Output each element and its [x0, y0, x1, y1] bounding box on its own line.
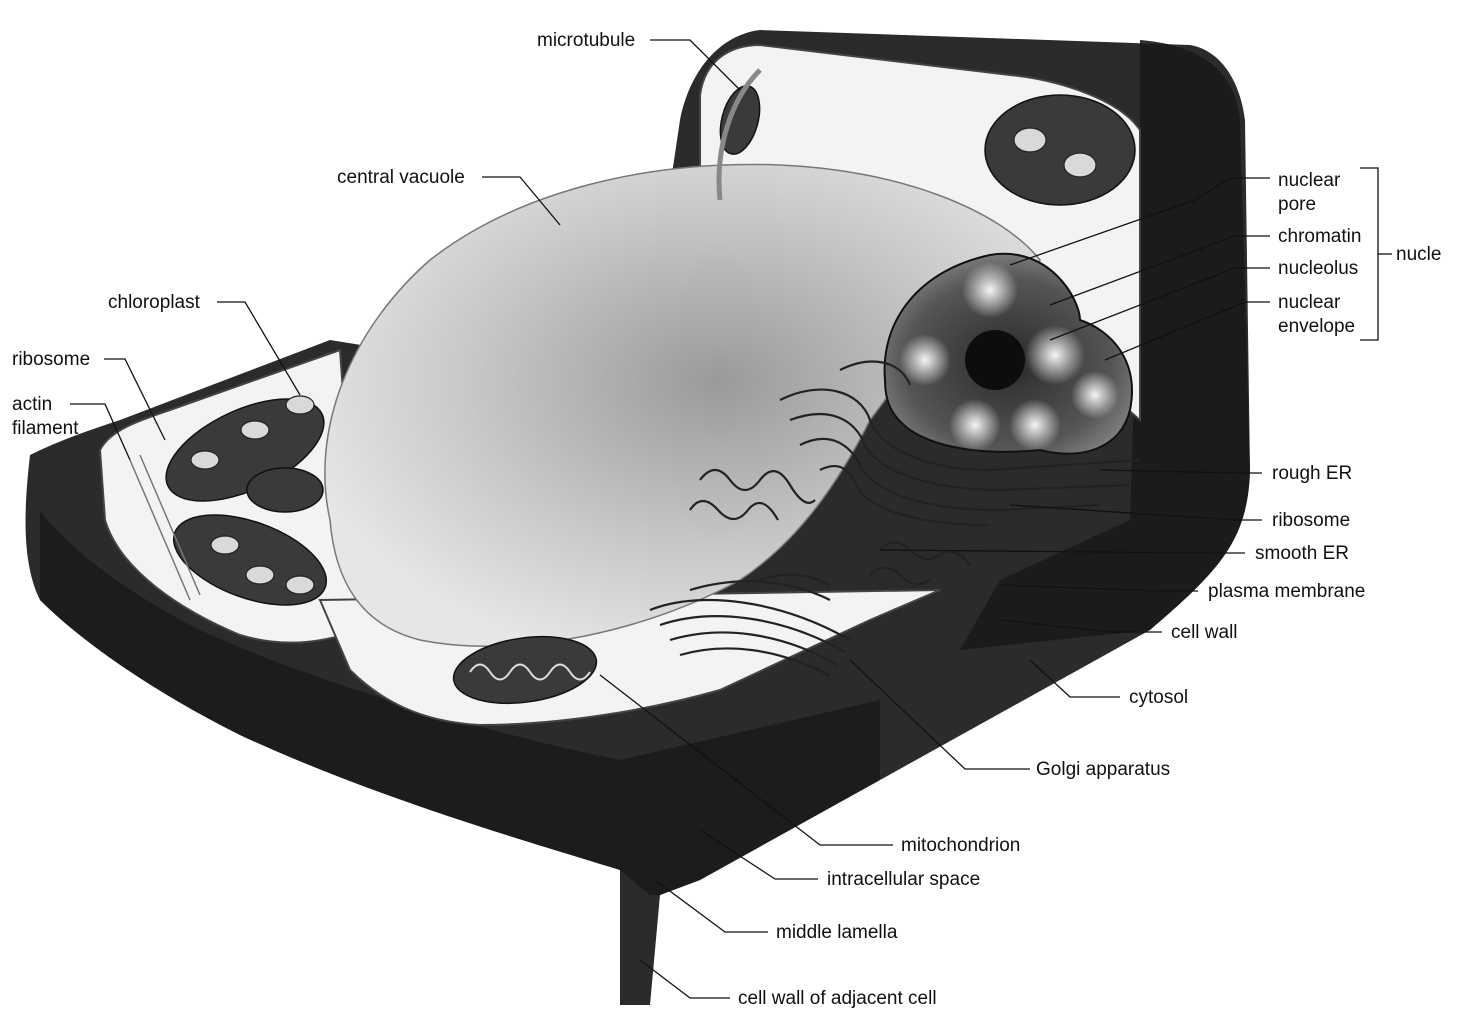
chromatin-spot-3: [1025, 325, 1085, 385]
chromatin-spot-1: [962, 262, 1018, 318]
grana-8: [1064, 153, 1096, 177]
grana-7: [1014, 128, 1046, 152]
label-nuclear-pore-2: pore: [1278, 194, 1316, 215]
label-golgi-apparatus: Golgi apparatus: [1036, 759, 1170, 780]
label-central-vacuole: central vacuole: [337, 167, 465, 188]
grana-5: [246, 566, 274, 584]
chromatin-spot-5: [1009, 399, 1061, 451]
chloroplast-3: [985, 95, 1135, 205]
grana-2: [241, 421, 269, 439]
label-nuclear-envelope-1: nuclear: [1278, 292, 1341, 313]
label-intracellular-space: intracellular space: [827, 869, 980, 890]
label-microtubule: microtubule: [537, 30, 635, 51]
label-ribosome-left: ribosome: [12, 349, 90, 370]
label-nucleolus: nucleolus: [1278, 258, 1358, 279]
label-nuclear-pore-1: nuclear: [1278, 170, 1341, 191]
label-rough-er: rough ER: [1272, 463, 1352, 484]
cell-body: [26, 30, 1250, 1005]
label-nucleus-group: nucle: [1396, 244, 1441, 265]
mitochondrion-small-2: [247, 468, 323, 512]
grana-3: [286, 396, 314, 414]
chromatin-spot-6: [1071, 371, 1119, 419]
grana-4: [211, 536, 239, 554]
label-actin-filament-1: actin: [12, 394, 52, 415]
label-chromatin: chromatin: [1278, 226, 1361, 247]
label-smooth-er: smooth ER: [1255, 543, 1349, 564]
label-cell-wall: cell wall: [1171, 622, 1238, 643]
label-actin-filament-2: filament: [12, 418, 79, 439]
grana-1: [191, 451, 219, 469]
label-nuclear-envelope-2: envelope: [1278, 316, 1355, 337]
label-mitochondrion: mitochondrion: [901, 835, 1020, 856]
label-cell-wall-adjacent: cell wall of adjacent cell: [738, 988, 937, 1009]
label-plasma-membrane: plasma membrane: [1208, 581, 1365, 602]
label-ribosome-right: ribosome: [1272, 510, 1350, 531]
label-cytosol: cytosol: [1129, 687, 1188, 708]
nucleolus-shape: [965, 330, 1025, 390]
label-middle-lamella: middle lamella: [776, 922, 898, 943]
label-chloroplast: chloroplast: [108, 292, 201, 313]
grana-6: [286, 576, 314, 594]
chromatin-spot-4: [949, 399, 1001, 451]
